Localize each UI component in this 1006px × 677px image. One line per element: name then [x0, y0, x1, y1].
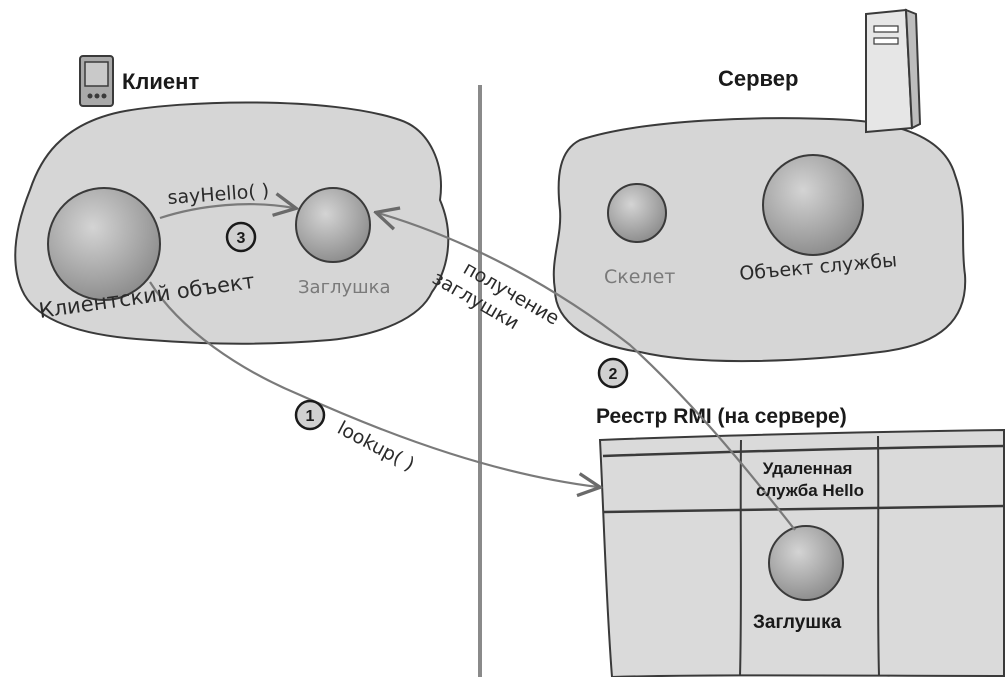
- registry-grid-col2: [878, 436, 879, 676]
- registry-grid-col1: [740, 440, 741, 676]
- step-marker-2: 2: [599, 359, 627, 387]
- pda-icon: [80, 56, 113, 106]
- server-area: [554, 118, 965, 361]
- skeleton-label: Скелет: [604, 266, 675, 288]
- svg-text:2: 2: [609, 366, 618, 383]
- service-object-sphere: [763, 155, 863, 255]
- step-marker-3: 3: [227, 223, 255, 251]
- skeleton-sphere: [608, 184, 666, 242]
- registry-stub-label: Заглушка: [753, 612, 842, 633]
- client-object-sphere: [48, 188, 160, 300]
- server-tower-icon: [866, 10, 920, 132]
- registry-stub-sphere: [769, 526, 843, 600]
- client-stub-label: Заглушка: [298, 277, 391, 298]
- svg-text:1: 1: [306, 408, 315, 425]
- client-title: Клиент: [122, 69, 199, 94]
- registry-title: Реестр RMI (на сервере): [596, 405, 847, 428]
- svg-text:3: 3: [237, 230, 246, 247]
- registry-entry-line2: служба Hello: [756, 481, 864, 500]
- client-stub-sphere: [296, 188, 370, 262]
- server-title: Сервер: [718, 66, 798, 91]
- step-marker-1: 1: [296, 401, 324, 429]
- registry-entry-line1: Удаленная: [763, 459, 853, 478]
